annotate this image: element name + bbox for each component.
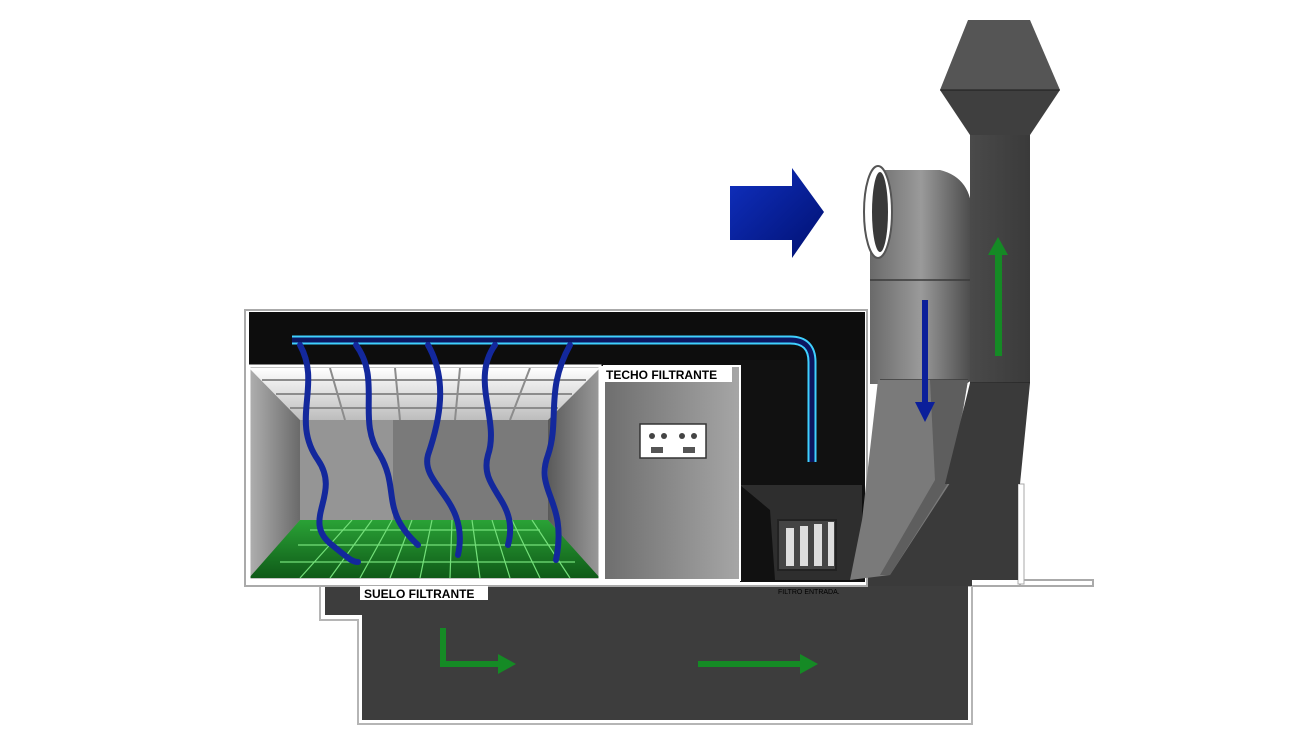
- indicator-light-icon: [649, 433, 655, 439]
- floor-grating: [280, 519, 575, 579]
- machine-side-panel: [603, 365, 741, 581]
- ceiling-filter-grid: [262, 367, 586, 421]
- floor-filter-label: SUELO FILTRANTE: [360, 586, 488, 601]
- lower-plenum: [245, 483, 1094, 725]
- supply-duct: [850, 165, 972, 580]
- control-panel: [639, 423, 707, 459]
- inlet-filter-label: FILTRO ENTRADA.: [778, 589, 840, 596]
- svg-text:SUELO FILTRANTE: SUELO FILTRANTE: [364, 587, 474, 601]
- cabin-interior: [247, 364, 602, 582]
- green-arrow-up-icon: [988, 237, 1008, 356]
- switch-icon: [683, 447, 695, 453]
- indicator-light-icon: [661, 433, 667, 439]
- big-blue-arrow-right-icon: [730, 168, 824, 258]
- blue-arrow-down-icon: [915, 300, 935, 422]
- svg-text:FILTRO ENTRADA.: FILTRO ENTRADA.: [778, 589, 840, 596]
- downflow-air-streams: [297, 342, 573, 565]
- indicator-light-icon: [679, 433, 685, 439]
- svg-text:TECHO FILTRANTE: TECHO FILTRANTE: [606, 368, 717, 382]
- inlet-filter-grille: [777, 519, 837, 571]
- green-arrow-right-icon: [698, 654, 818, 674]
- clean-air-pipe: [292, 335, 817, 462]
- ceiling-filter-label: TECHO FILTRANTE: [602, 366, 732, 382]
- switch-icon: [651, 447, 663, 453]
- indicator-light-icon: [691, 433, 697, 439]
- green-arrow-right-icon: [440, 628, 516, 674]
